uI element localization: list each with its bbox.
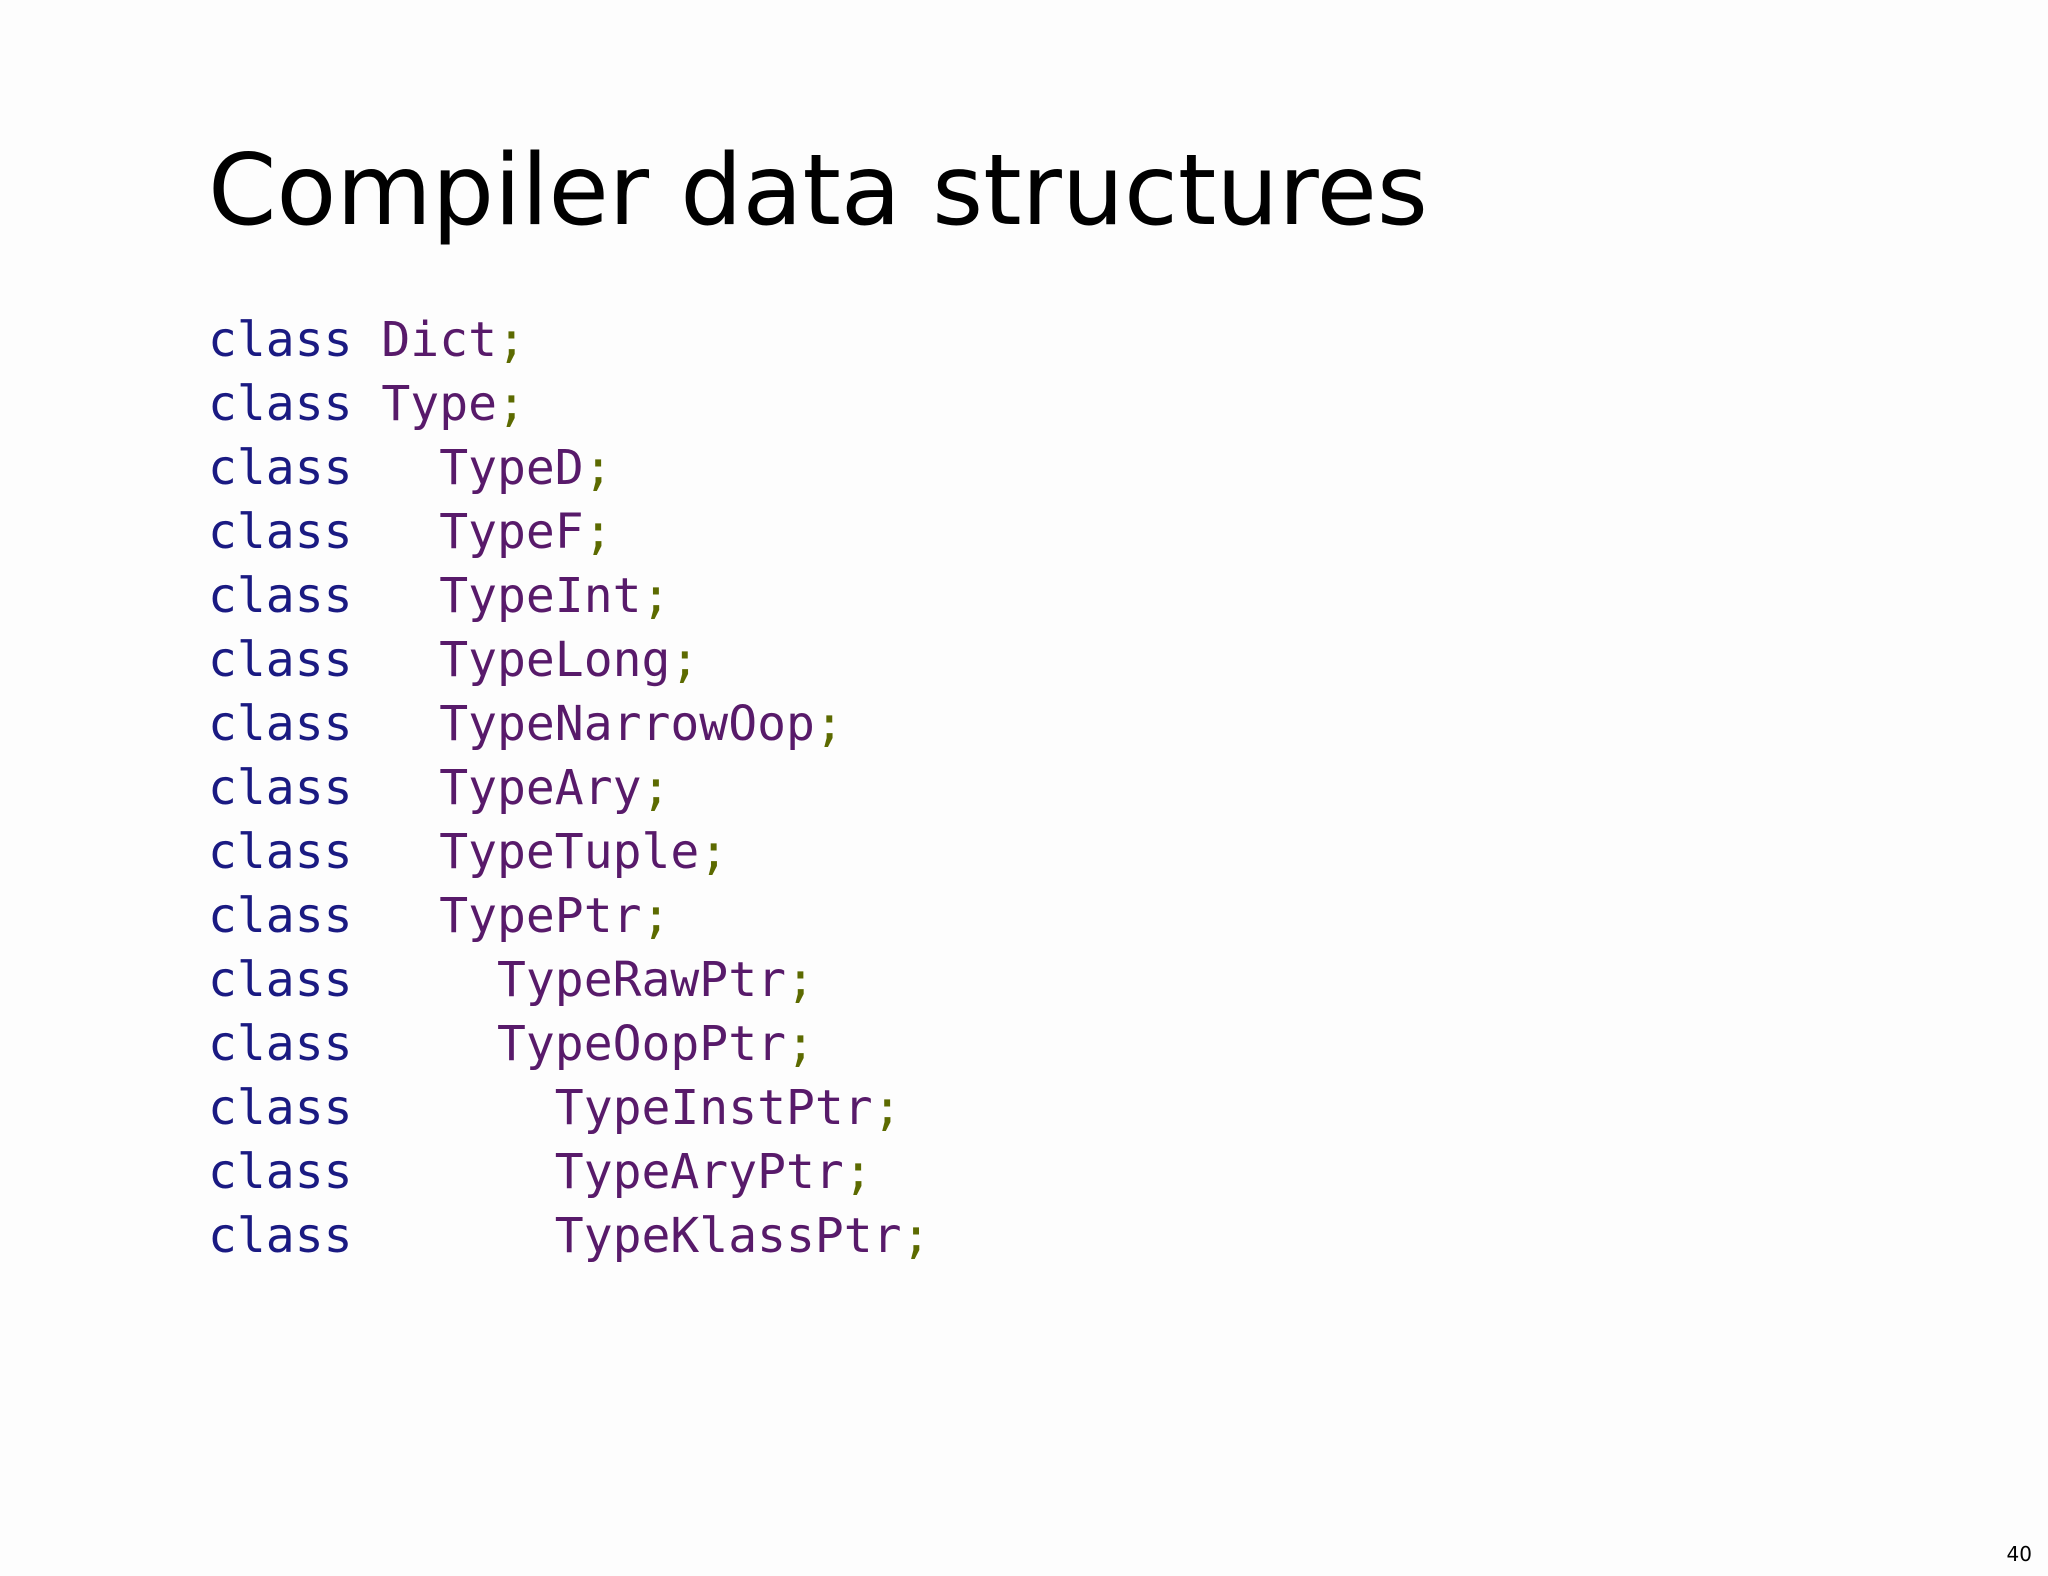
code-semicolon: ; bbox=[583, 504, 613, 560]
code-line: class TypeOopPtr; bbox=[208, 1012, 930, 1076]
code-semicolon: ; bbox=[872, 1080, 902, 1136]
code-indent bbox=[353, 760, 440, 816]
code-semicolon: ; bbox=[814, 696, 844, 752]
code-indent bbox=[353, 632, 440, 688]
code-keyword: class bbox=[208, 760, 353, 816]
code-keyword: class bbox=[208, 376, 353, 432]
code-keyword: class bbox=[208, 440, 353, 496]
code-line: class TypeInstPtr; bbox=[208, 1076, 930, 1140]
code-line: class TypeInt; bbox=[208, 564, 930, 628]
code-keyword: class bbox=[208, 952, 353, 1008]
slide-number: 40 bbox=[2006, 1542, 2032, 1566]
code-semicolon: ; bbox=[583, 440, 613, 496]
code-semicolon: ; bbox=[670, 632, 700, 688]
code-indent bbox=[353, 504, 440, 560]
code-line: class TypePtr; bbox=[208, 884, 930, 948]
code-line: class Type; bbox=[208, 372, 930, 436]
code-line: class TypeKlassPtr; bbox=[208, 1204, 930, 1268]
code-class-name: TypeRawPtr bbox=[497, 952, 786, 1008]
code-class-name: TypeF bbox=[439, 504, 584, 560]
code-class-name: TypePtr bbox=[439, 888, 642, 944]
code-semicolon: ; bbox=[785, 1016, 815, 1072]
code-indent bbox=[353, 888, 440, 944]
code-semicolon: ; bbox=[901, 1208, 931, 1264]
code-class-name: TypeNarrowOop bbox=[439, 696, 815, 752]
code-line: class TypeRawPtr; bbox=[208, 948, 930, 1012]
code-line: class TypeAryPtr; bbox=[208, 1140, 930, 1204]
code-semicolon: ; bbox=[785, 952, 815, 1008]
code-keyword: class bbox=[208, 1016, 353, 1072]
code-class-name: TypeOopPtr bbox=[497, 1016, 786, 1072]
code-indent bbox=[353, 376, 382, 432]
code-line: class TypeLong; bbox=[208, 628, 930, 692]
code-keyword: class bbox=[208, 1208, 353, 1264]
code-line: class Dict; bbox=[208, 308, 930, 372]
code-semicolon: ; bbox=[497, 312, 526, 368]
code-line: class TypeD; bbox=[208, 436, 930, 500]
code-indent bbox=[353, 1208, 555, 1264]
code-class-name: TypeKlassPtr bbox=[554, 1208, 902, 1264]
code-indent bbox=[353, 1080, 555, 1136]
code-keyword: class bbox=[208, 888, 353, 944]
page-title: Compiler data structures bbox=[208, 134, 1428, 248]
code-class-name: TypeD bbox=[439, 440, 584, 496]
code-line: class TypeNarrowOop; bbox=[208, 692, 930, 756]
code-indent bbox=[353, 1144, 555, 1200]
code-keyword: class bbox=[208, 1080, 353, 1136]
code-class-name: TypeInt bbox=[439, 568, 642, 624]
code-line: class TypeF; bbox=[208, 500, 930, 564]
code-indent bbox=[353, 440, 440, 496]
code-class-name: Type bbox=[381, 376, 497, 432]
code-class-name: TypeAry bbox=[439, 760, 642, 816]
code-line: class TypeAry; bbox=[208, 756, 930, 820]
code-class-name: TypeAryPtr bbox=[554, 1144, 844, 1200]
code-indent bbox=[353, 1016, 498, 1072]
code-class-name: Dict bbox=[381, 312, 497, 368]
code-keyword: class bbox=[208, 568, 353, 624]
code-block: class Dict;class Type;class TypeD;class … bbox=[208, 308, 930, 1268]
code-keyword: class bbox=[208, 312, 353, 368]
code-indent bbox=[353, 696, 440, 752]
code-indent bbox=[353, 568, 440, 624]
code-semicolon: ; bbox=[699, 824, 729, 880]
code-indent bbox=[353, 312, 382, 368]
code-keyword: class bbox=[208, 696, 353, 752]
code-indent bbox=[353, 824, 440, 880]
code-indent bbox=[353, 952, 498, 1008]
code-keyword: class bbox=[208, 824, 353, 880]
code-semicolon: ; bbox=[641, 888, 671, 944]
code-keyword: class bbox=[208, 632, 353, 688]
code-class-name: TypeTuple bbox=[439, 824, 700, 880]
code-class-name: TypeInstPtr bbox=[554, 1080, 873, 1136]
code-line: class TypeTuple; bbox=[208, 820, 930, 884]
code-semicolon: ; bbox=[641, 568, 671, 624]
code-keyword: class bbox=[208, 1144, 353, 1200]
code-keyword: class bbox=[208, 504, 353, 560]
code-semicolon: ; bbox=[641, 760, 671, 816]
code-class-name: TypeLong bbox=[439, 632, 671, 688]
code-semicolon: ; bbox=[497, 376, 526, 432]
code-semicolon: ; bbox=[843, 1144, 873, 1200]
